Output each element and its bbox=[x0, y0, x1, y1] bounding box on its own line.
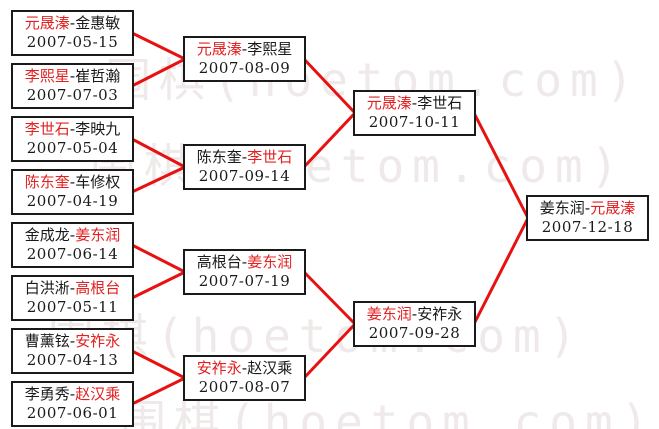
player-name: 车修权 bbox=[75, 173, 121, 191]
match-players: 白洪淅-高根台 bbox=[13, 279, 132, 298]
match-box-r1-4: 陈东奎-车修权 2007-04-19 bbox=[11, 169, 134, 215]
match-players: 李勇秀-赵汉乘 bbox=[13, 385, 132, 404]
player-name: 安祚永 bbox=[417, 305, 463, 323]
player-name-winner: 姜东润 bbox=[75, 226, 121, 244]
match-players: 姜东润-安祚永 bbox=[355, 305, 474, 324]
player-name: 李映九 bbox=[75, 120, 121, 138]
player-name-winner: 李世石 bbox=[247, 148, 293, 166]
match-date: 2007-09-14 bbox=[198, 167, 291, 185]
player-name-winner: 李熙星 bbox=[24, 67, 70, 85]
match-box-r2-1: 元晟溱-李熙星 2007-08-09 bbox=[183, 36, 306, 82]
match-box-sf-1: 元晟溱-李世石 2007-10-11 bbox=[353, 90, 476, 136]
match-box-r1-6: 白洪淅-高根台 2007-05-11 bbox=[11, 275, 134, 321]
player-name-winner: 元晟溱 bbox=[196, 40, 242, 58]
match-date: 2007-08-07 bbox=[198, 378, 291, 396]
player-name-winner: 陈东奎 bbox=[24, 173, 70, 191]
player-name: 李熙星 bbox=[247, 40, 293, 58]
players-separator: - bbox=[69, 385, 76, 403]
match-box-r1-3: 李世石-李映九 2007-05-04 bbox=[11, 116, 134, 162]
match-date: 2007-06-01 bbox=[26, 404, 119, 422]
match-date: 2007-12-18 bbox=[541, 218, 634, 236]
player-name-winner: 元晟溱 bbox=[366, 94, 412, 112]
match-players: 陈东奎-车修权 bbox=[13, 173, 132, 192]
match-players: 安祚永-赵汉乘 bbox=[185, 359, 304, 378]
player-name: 姜东润 bbox=[539, 199, 585, 217]
player-name: 李勇秀 bbox=[24, 385, 70, 403]
match-box-r1-1: 元晟溱-金惠敏 2007-05-15 bbox=[11, 10, 134, 56]
match-date: 2007-05-11 bbox=[26, 298, 119, 316]
players-separator: - bbox=[411, 94, 418, 112]
player-name: 金成龙 bbox=[24, 226, 70, 244]
players-separator: - bbox=[241, 148, 248, 166]
match-box-r1-8: 李勇秀-赵汉乘 2007-06-01 bbox=[11, 381, 134, 427]
match-date: 2007-05-15 bbox=[26, 33, 119, 51]
match-date: 2007-07-03 bbox=[26, 86, 119, 104]
match-players: 陈东奎-李世石 bbox=[185, 148, 304, 167]
player-name: 高根台 bbox=[196, 253, 242, 271]
match-players: 曹薰铉-安祚永 bbox=[13, 332, 132, 351]
match-date: 2007-09-28 bbox=[368, 324, 461, 342]
match-players: 姜东润-元晟溱 bbox=[528, 199, 647, 218]
match-box-r2-3: 高根台-姜东润 2007-07-19 bbox=[183, 249, 306, 295]
players-separator: - bbox=[69, 332, 76, 350]
player-name-winner: 安祚永 bbox=[75, 332, 121, 350]
match-box-r2-4: 安祚永-赵汉乘 2007-08-07 bbox=[183, 355, 306, 401]
match-date: 2007-07-19 bbox=[198, 272, 291, 290]
match-players: 高根台-姜东润 bbox=[185, 253, 304, 272]
match-date: 2007-05-04 bbox=[26, 139, 119, 157]
match-box-r1-5: 金成龙-姜东润 2007-06-14 bbox=[11, 222, 134, 268]
player-name-winner: 元晟溱 bbox=[590, 199, 636, 217]
players-separator: - bbox=[411, 305, 418, 323]
players-separator: - bbox=[241, 253, 248, 271]
match-box-r1-7: 曹薰铉-安祚永 2007-04-13 bbox=[11, 328, 134, 374]
players-separator: - bbox=[69, 67, 76, 85]
match-box-final: 姜东润-元晟溱 2007-12-18 bbox=[526, 195, 649, 241]
match-date: 2007-04-13 bbox=[26, 351, 119, 369]
players-separator: - bbox=[584, 199, 591, 217]
player-name-winner: 姜东润 bbox=[366, 305, 412, 323]
match-players: 元晟溱-李熙星 bbox=[185, 40, 304, 59]
match-players: 李熙星-崔哲瀚 bbox=[13, 67, 132, 86]
player-name-winner: 姜东润 bbox=[247, 253, 293, 271]
player-name-winner: 元晟溱 bbox=[24, 14, 70, 32]
player-name: 金惠敏 bbox=[75, 14, 121, 32]
player-name: 陈东奎 bbox=[196, 148, 242, 166]
watermark-text: 围棋(hoetom.com) bbox=[90, 139, 627, 193]
match-players: 元晟溱-金惠敏 bbox=[13, 14, 132, 33]
player-name-winner: 高根台 bbox=[75, 279, 121, 297]
match-date: 2007-10-11 bbox=[368, 113, 461, 131]
player-name-winner: 赵汉乘 bbox=[75, 385, 121, 403]
player-name: 曹薰铉 bbox=[24, 332, 70, 350]
match-date: 2007-06-14 bbox=[26, 245, 119, 263]
players-separator: - bbox=[69, 279, 76, 297]
player-name: 白洪淅 bbox=[24, 279, 70, 297]
match-players: 金成龙-姜东润 bbox=[13, 226, 132, 245]
match-players: 李世石-李映九 bbox=[13, 120, 132, 139]
match-players: 元晟溱-李世石 bbox=[355, 94, 474, 113]
players-separator: - bbox=[241, 40, 248, 58]
match-box-r1-2: 李熙星-崔哲瀚 2007-07-03 bbox=[11, 63, 134, 109]
players-separator: - bbox=[69, 226, 76, 244]
match-date: 2007-08-09 bbox=[198, 59, 291, 77]
player-name: 崔哲瀚 bbox=[75, 67, 121, 85]
player-name: 李世石 bbox=[417, 94, 463, 112]
player-name: 赵汉乘 bbox=[247, 359, 293, 377]
match-box-r2-2: 陈东奎-李世石 2007-09-14 bbox=[183, 144, 306, 190]
match-box-sf-2: 姜东润-安祚永 2007-09-28 bbox=[353, 301, 476, 347]
players-separator: - bbox=[69, 14, 76, 32]
players-separator: - bbox=[241, 359, 248, 377]
players-separator: - bbox=[69, 120, 76, 138]
players-separator: - bbox=[69, 173, 76, 191]
player-name-winner: 李世石 bbox=[24, 120, 70, 138]
player-name-winner: 安祚永 bbox=[196, 359, 242, 377]
match-date: 2007-04-19 bbox=[26, 192, 119, 210]
